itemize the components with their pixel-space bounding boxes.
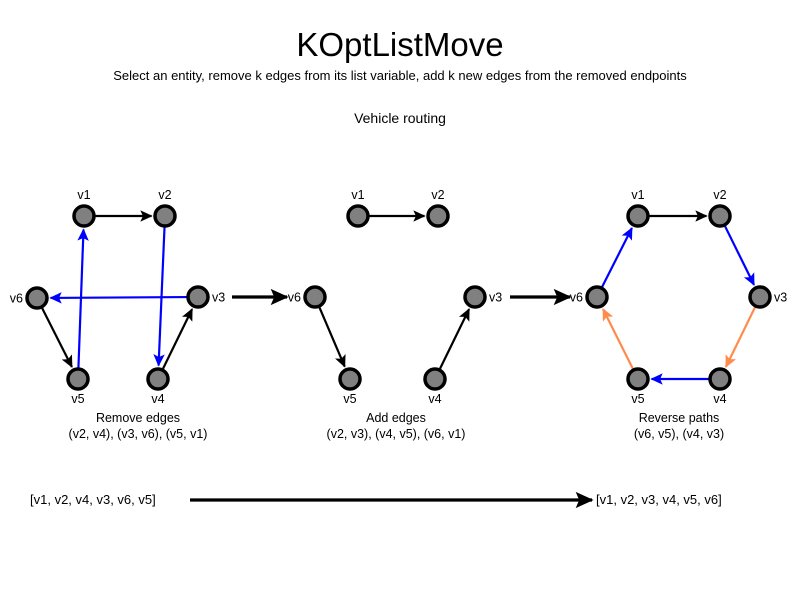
node-label-v1: v1 xyxy=(631,188,644,202)
node-label-v3: v3 xyxy=(489,291,502,305)
node-label-v2: v2 xyxy=(158,188,171,202)
caption-detail: (v2, v3), (v4, v5), (v6, v1) xyxy=(326,427,466,441)
node-v5[interactable] xyxy=(66,367,90,391)
node-v2[interactable] xyxy=(153,204,177,228)
node-v2[interactable] xyxy=(708,204,732,228)
node-v6[interactable] xyxy=(585,285,609,309)
edge-v3-v4 xyxy=(724,306,756,368)
page-subtitle: Select an entity, remove k edges from it… xyxy=(113,68,687,83)
node-label-v1: v1 xyxy=(77,188,90,202)
node-label-v4: v4 xyxy=(713,392,726,406)
node-v5[interactable] xyxy=(338,367,362,391)
edge-v6-v5 xyxy=(41,307,73,368)
caption-panel-reverse: Reverse paths (v6, v5), (v4, v3) xyxy=(479,410,800,442)
edge-v2-v3 xyxy=(724,225,756,286)
list-before-text: [v1, v2, v4, v3, v6, v5] xyxy=(30,492,156,507)
page-title: KOptListMove xyxy=(296,26,504,63)
node-label-v5: v5 xyxy=(631,392,644,406)
caption-detail: (v2, v4), (v3, v6), (v5, v1) xyxy=(68,427,208,441)
node-v3[interactable] xyxy=(463,285,487,309)
node-label-v2: v2 xyxy=(713,188,726,202)
node-v5[interactable] xyxy=(626,367,650,391)
node-label-v4: v4 xyxy=(428,392,441,406)
node-label-v5: v5 xyxy=(71,392,84,406)
caption-title: Reverse paths xyxy=(638,411,720,425)
caption-title: Add edges xyxy=(366,411,426,425)
caption-title: Remove edges xyxy=(95,411,181,425)
node-v1[interactable] xyxy=(72,204,96,228)
node-v2[interactable] xyxy=(426,204,450,228)
edge-v5-v1 xyxy=(77,228,89,368)
node-label-v3: v3 xyxy=(212,291,225,305)
node-label-v1: v1 xyxy=(351,188,364,202)
edge-v4-v3 xyxy=(439,308,471,370)
caption-panel-add: Add edges (v2, v3), (v4, v5), (v6, v1) xyxy=(196,410,596,442)
node-label-v5: v5 xyxy=(343,392,356,406)
edge-v6-v5 xyxy=(318,307,346,368)
node-v3[interactable] xyxy=(748,285,772,309)
node-label-v3: v3 xyxy=(774,291,787,305)
node-v6[interactable] xyxy=(25,286,49,310)
node-label-v2: v2 xyxy=(431,188,444,202)
list-after-text: [v1, v2, v3, v4, v5, v6] xyxy=(596,492,722,507)
edge-v4-v3 xyxy=(162,308,194,370)
node-label-v4: v4 xyxy=(151,392,164,406)
caption-detail: (v6, v5), (v4, v3) xyxy=(633,427,725,441)
node-v4[interactable] xyxy=(423,367,447,391)
edge-v3-v6 xyxy=(49,292,187,304)
node-label-v6: v6 xyxy=(10,292,23,306)
node-v4[interactable] xyxy=(708,367,732,391)
node-label-v6: v6 xyxy=(570,291,583,305)
edge-v6-v1 xyxy=(601,227,633,288)
node-v1[interactable] xyxy=(346,204,370,228)
node-v4[interactable] xyxy=(146,367,170,391)
edge-v5-v6 xyxy=(602,308,634,370)
node-v3[interactable] xyxy=(186,285,210,309)
node-v6[interactable] xyxy=(303,285,327,309)
node-v1[interactable] xyxy=(626,204,650,228)
caption-panel-remove: Remove edges (v2, v4), (v3, v6), (v5, v1) xyxy=(0,410,338,442)
node-label-v6: v6 xyxy=(288,291,301,305)
domain-label: Vehicle routing xyxy=(354,110,446,126)
